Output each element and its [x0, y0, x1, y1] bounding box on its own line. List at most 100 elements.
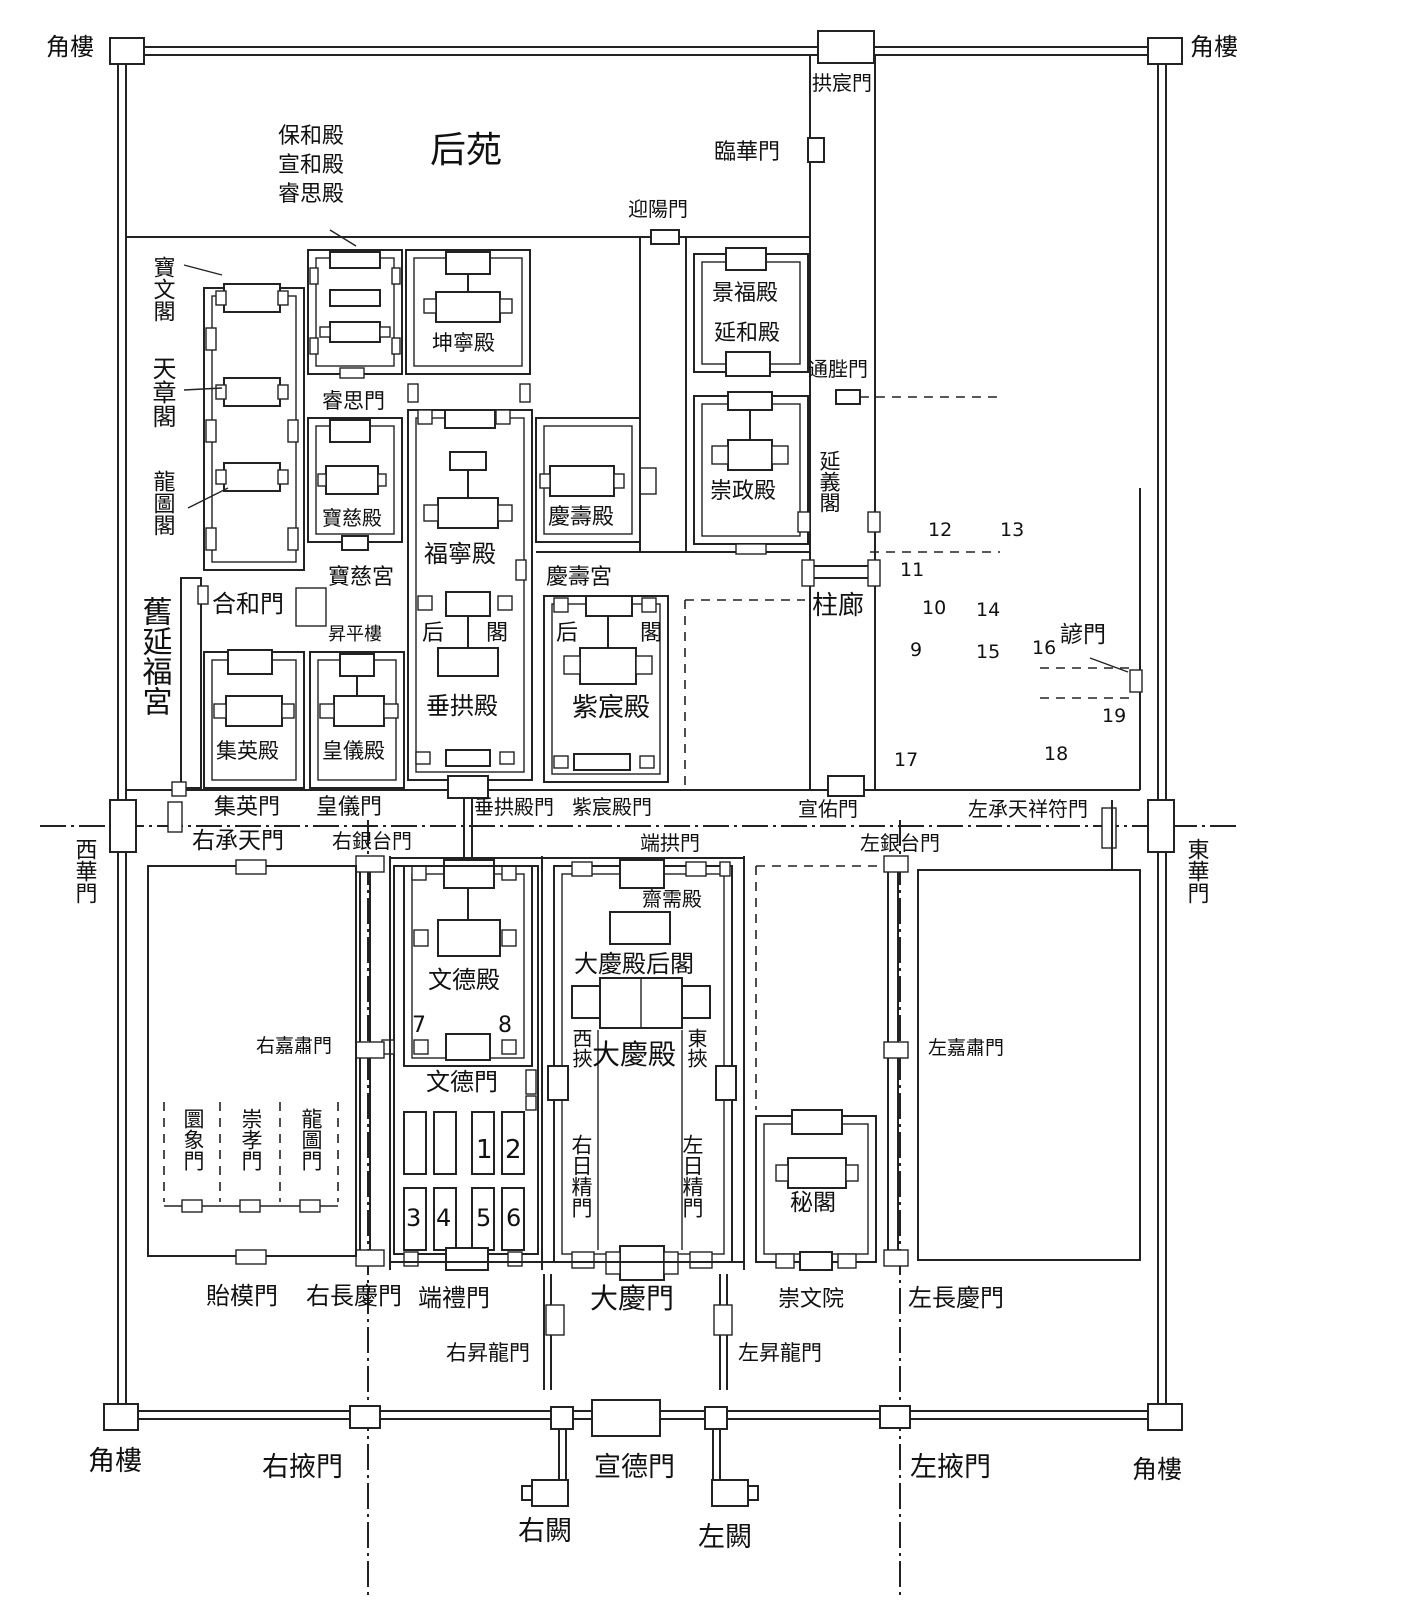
east-number: 16 [1032, 637, 1056, 659]
bay-8-block [501, 1187, 525, 1251]
west-pavilions [183, 264, 305, 571]
yingyang-gate-block [650, 229, 680, 245]
label-zuojiasu-gate: 左嘉肅門 [928, 1037, 1004, 1059]
label-daqing-gate: 大慶門 [590, 1282, 674, 1315]
zichen-complex [543, 595, 669, 783]
label-hou-right: 后 [556, 621, 578, 646]
label-mige: 秘閣 [790, 1190, 836, 1216]
label-chongzheng-dian: 崇政殿 [710, 479, 776, 504]
label-ge-right: 閣 [640, 621, 662, 646]
label-zuochengtianxiangfu-gate: 左承天祥符門 [968, 797, 1088, 821]
label-xihua-gate: 西華門 [72, 838, 97, 904]
label-chuigong-dian: 垂拱殿 [426, 692, 498, 720]
gongchen-gate-block [817, 30, 875, 64]
corner-tower-nw [109, 37, 145, 65]
east-number: 14 [976, 599, 1000, 621]
east-number-labels: 12 13 11 10 14 9 15 16 19 17 18 [894, 519, 1126, 771]
label-ruisi-gate: 睿思門 [322, 389, 385, 413]
wende-complex [381, 775, 539, 1271]
label-qingshou-dian: 慶壽殿 [548, 505, 614, 530]
label-huangyi-dian: 皇儀殿 [322, 739, 385, 763]
label-zuo-que: 左闕 [698, 1522, 752, 1553]
label-baowen-ge: 寶文閣 [150, 256, 176, 322]
east-number: 11 [900, 559, 924, 581]
label-linhua-gate: 臨華門 [714, 140, 780, 165]
label-old-yanfu: 舊延福宮 [137, 596, 173, 716]
label-num8: 8 [498, 1013, 512, 1038]
funing-complex [407, 409, 533, 781]
corner-tower-sw [103, 1403, 139, 1431]
east-number: 12 [928, 519, 952, 541]
bay-3-block [471, 1111, 495, 1175]
label-youyintai-gate: 右銀台門 [332, 829, 412, 853]
linhua-gate-block [807, 137, 825, 163]
bay-1-block [403, 1111, 427, 1175]
label-yourijing-gate: 右日精門 [569, 1134, 593, 1218]
label-hehe-gate: 合和門 [212, 590, 284, 618]
label-youye-gate: 右掖門 [262, 1452, 343, 1483]
label-yanhe-dian: 延和殿 [714, 321, 780, 346]
lower-gate-blocks [591, 775, 865, 1437]
xuande-side-w [550, 1406, 574, 1430]
text-labels: 角樓 角樓 角樓 角樓 拱宸門 后苑 臨華門 保和殿 宣和殿 睿思殿 迎陽門 寶… [46, 33, 1238, 1553]
label-zichen-dian: 紫宸殿 [572, 693, 650, 723]
outer-wall [117, 46, 1167, 1420]
label-yuanxiang-gate: 圜象門 [181, 1108, 205, 1171]
label-zhaixu-dian: 齋需殿 [642, 887, 702, 911]
label-bay-1: 1 [476, 1135, 493, 1165]
label-zhulang: 柱廊 [812, 591, 864, 621]
label-youchengtian-gate: 右承天門 [192, 828, 284, 854]
label-huangyi-gate: 皇儀門 [316, 795, 382, 820]
label-xuanhe: 宣和殿 [278, 153, 344, 178]
label-wende-dian: 文德殿 [428, 966, 500, 994]
label-youshenglong-gate: 右昇龍門 [446, 1341, 530, 1365]
label-corner-tr: 角樓 [1190, 33, 1238, 61]
label-chuigong-dian-gate: 垂拱殿門 [474, 795, 554, 819]
label-zuoyintai-gate: 左銀台門 [860, 831, 940, 855]
label-zuorijing-gate: 左日精門 [680, 1134, 704, 1218]
label-daqing-hou-ge: 大慶殿后閣 [574, 950, 694, 978]
east-number: 17 [894, 749, 918, 771]
label-baohe: 保和殿 [278, 124, 344, 149]
label-xijia: 西挾 [569, 1028, 593, 1068]
east-courtyard [755, 657, 1143, 1261]
label-duangong-gate: 端拱門 [640, 831, 700, 855]
label-wende-gate: 文德門 [426, 1068, 498, 1096]
label-zuoye-gate: 左掖門 [910, 1452, 991, 1483]
baoci-complex [307, 417, 403, 551]
xihua-gate-block [109, 799, 137, 853]
label-donghua-gate: 東華門 [1184, 838, 1210, 904]
corner-tower-se [1147, 1403, 1183, 1431]
label-qingshou-gong: 慶壽宮 [546, 565, 612, 590]
bay-5-block [403, 1187, 427, 1251]
mige-complex [755, 1109, 877, 1271]
label-chongxiao-gate: 崇孝門 [239, 1108, 263, 1171]
label-yimo-gate: 貽模門 [206, 1282, 278, 1310]
label-jiying-gate: 集英門 [214, 795, 280, 820]
label-longtu-gate: 龍圖門 [299, 1108, 323, 1171]
label-funing-dian: 福寧殿 [424, 540, 496, 568]
label-gongchen-gate: 拱宸門 [812, 71, 872, 95]
label-shengping-lou: 昇平樓 [328, 624, 382, 645]
label-bay-3: 3 [406, 1204, 421, 1232]
label-bay-5: 5 [476, 1204, 491, 1232]
label-jingfu-dian: 景福殿 [712, 281, 778, 306]
east-number: 10 [922, 597, 946, 619]
label-youchangqing-gate: 右長慶門 [306, 1282, 402, 1310]
xuande-side-e [704, 1406, 728, 1430]
east-number: 19 [1102, 705, 1126, 727]
label-xuanyou-gate: 宣佑門 [798, 797, 858, 821]
daqing-complex [543, 859, 737, 1390]
label-dongjia: 東挾 [684, 1028, 708, 1068]
label-tongbian-gate: 通䏶門 [808, 357, 868, 381]
east-number: 13 [1000, 519, 1024, 541]
bay-2-block [433, 1111, 457, 1175]
chongzheng-complex [693, 391, 881, 587]
corner-tower-ne [1147, 37, 1183, 65]
label-bay-6: 6 [506, 1204, 521, 1232]
east-number: 18 [1044, 743, 1068, 765]
label-bay-2: 2 [505, 1135, 522, 1165]
label-you-que: 右闕 [518, 1516, 572, 1547]
east-number: 9 [910, 639, 922, 661]
